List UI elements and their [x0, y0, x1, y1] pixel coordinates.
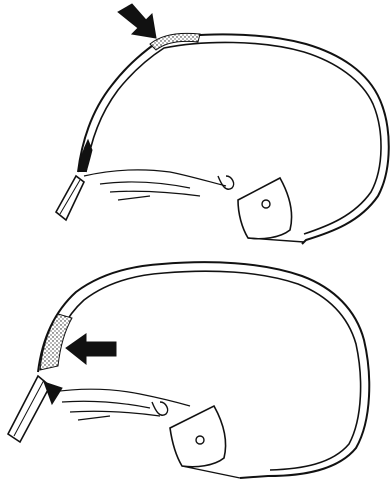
bottom-skull-ear-canal [196, 436, 204, 444]
bottom-skull-inner-contour [50, 271, 361, 470]
top-skull-ear-canal [262, 200, 270, 208]
top-skull-vertex-thickening [150, 33, 200, 50]
top-arrow [118, 4, 156, 38]
top-skull-outer-contour [78, 34, 389, 244]
top-skull-base-lines [84, 170, 226, 200]
bottom-skull-base-lines [52, 389, 190, 420]
top-skull-panel [56, 4, 389, 244]
bottom-arrow [66, 334, 116, 364]
bottom-skull-panel [8, 262, 369, 478]
top-skull-inner-contour [86, 42, 381, 234]
bottom-skull-sella [152, 402, 168, 415]
top-skull-sella [218, 176, 234, 189]
